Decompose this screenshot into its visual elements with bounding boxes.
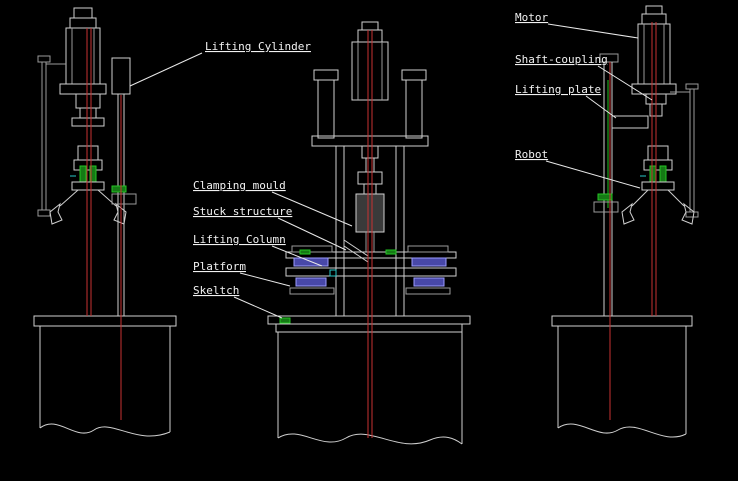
leader-skeltch [233,296,283,319]
left-view-gripper [49,145,127,225]
center-view-base [267,315,471,445]
label-lifting-cylinder: Lifting Cylinder [205,40,311,53]
leader-platform [239,272,291,287]
label-stuck-structure: Stuck structure [193,205,292,218]
label-motor: Motor [515,11,548,24]
leader-clamping-mould [271,191,353,227]
leader-shaft-coupling [597,65,653,101]
leader-motor [547,23,639,39]
leader-robot [545,160,641,189]
right-view [551,5,699,438]
label-clamping-mould: Clamping mould [193,179,286,192]
label-skeltch: Skeltch [193,284,239,297]
clamping-mould-part [355,193,385,233]
left-view-table [33,315,177,437]
leader-lifting-cylinder [129,52,203,87]
leader-lifting-plate [585,95,617,119]
left-view [33,7,177,437]
leader-lifting-column [271,245,323,267]
label-lifting-column: Lifting Column [193,233,286,246]
label-lifting-plate: Lifting plate [515,83,601,96]
leader-stuck-structure [277,217,347,251]
right-view-gripper [621,145,695,225]
label-platform: Platform [193,260,246,273]
annotation-labels: Lifting Cylinder Clamping mould Stuck st… [193,11,608,297]
center-view-spindle [343,145,385,263]
label-robot: Robot [515,148,548,161]
center-view [267,21,471,445]
label-shaft-coupling: Shaft-coupling [515,53,608,66]
right-view-table [551,315,693,438]
leader-lines [129,23,653,319]
center-view-platform [285,245,457,295]
